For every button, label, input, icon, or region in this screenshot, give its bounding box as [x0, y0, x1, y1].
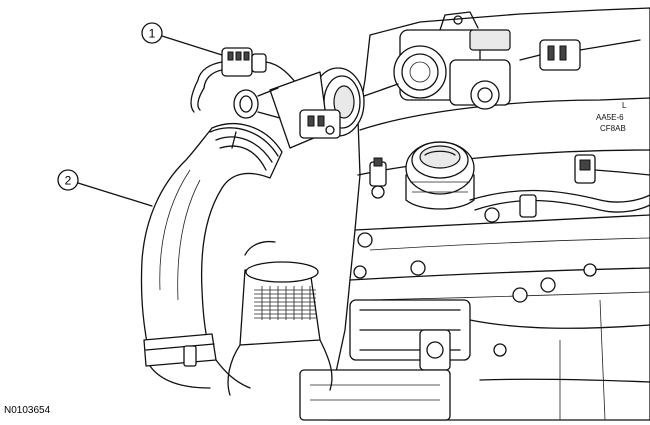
- marking-line1: AA5E-6: [596, 113, 624, 122]
- throttle-connector: [519, 39, 641, 71]
- marking-partial: L: [622, 101, 627, 110]
- assembly-leader-line: [363, 83, 399, 97]
- callout-1: 1: [141, 22, 223, 56]
- engine-part-markings: L AA5E-6 CF8AB: [596, 101, 627, 133]
- engine-assembly: L AA5E-6 CF8AB: [299, 7, 650, 421]
- air-filter-element: [227, 240, 333, 396]
- oil-filler-cap: [405, 141, 475, 210]
- maf-sensor-housing: [233, 67, 365, 149]
- throttle-body: [393, 11, 511, 110]
- intake-manifold-lower: [299, 299, 471, 421]
- figure-id-label: N0103654: [4, 405, 51, 416]
- cam-sensor: [369, 157, 387, 199]
- right-side-connector: [574, 154, 650, 184]
- electrical-connector: [190, 47, 301, 113]
- marking-line2: CF8AB: [600, 124, 626, 133]
- bolt-row: [353, 207, 597, 357]
- callout-1-number: 1: [149, 27, 156, 41]
- callout-2-number: 2: [65, 174, 72, 188]
- air-intake-hose: [140, 123, 283, 389]
- callout-2: 2: [57, 169, 153, 207]
